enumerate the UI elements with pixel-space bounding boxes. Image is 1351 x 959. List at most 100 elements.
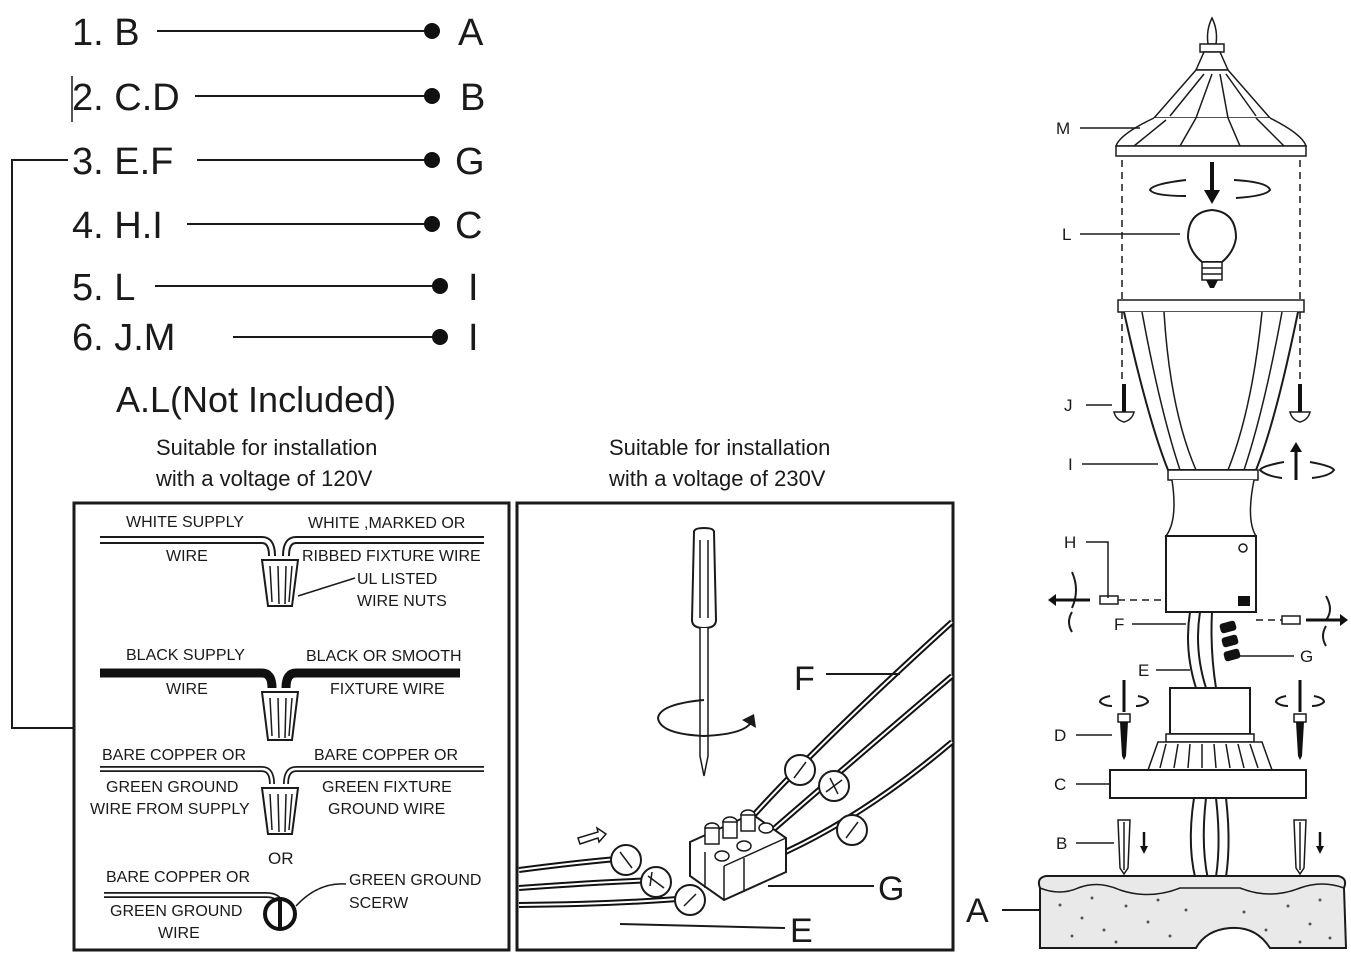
- part-label-d: D: [1054, 726, 1066, 745]
- black-supply-label-1: BLACK SUPPLY: [126, 647, 245, 664]
- base-plate: [1109, 769, 1307, 799]
- ground-fixture-label-3: GROUND WIRE: [328, 801, 445, 818]
- rotate-arrow-icon: [656, 699, 756, 738]
- rotate-up-arrow-icon: [1258, 442, 1336, 480]
- black-fixture-label-2: FIXTURE WIRE: [330, 681, 445, 698]
- light-bulb-icon: [1186, 208, 1238, 288]
- ground-fixture-label-1: BARE COPPER OR: [314, 747, 458, 764]
- wire-connectors-g: [1219, 620, 1241, 662]
- wire-nut-leader: [297, 577, 356, 597]
- step-4-label: 4. H.I: [72, 205, 163, 247]
- step-3-label: 3. E.F: [72, 141, 173, 183]
- ground-fixture-wire-core: [284, 767, 484, 785]
- part-label-l: L: [1062, 225, 1071, 244]
- black-fixture-wire: [281, 668, 460, 689]
- step-2: 2. C.D B: [71, 76, 485, 122]
- label-g: G: [878, 870, 904, 908]
- wire-nut-3-ribs: [269, 793, 293, 833]
- wire-nuts-label-2: WIRE NUTS: [357, 593, 447, 610]
- step-4: 4. H.I C: [72, 205, 482, 247]
- junction-housing: [1165, 535, 1257, 613]
- ground-wire-label-3: WIRE: [158, 925, 200, 942]
- step-1: 1. B A: [72, 12, 484, 54]
- ground-screw-label-1: GREEN GROUND: [349, 872, 481, 889]
- mounting-box: [1169, 687, 1251, 735]
- step-5-dot: [432, 278, 448, 294]
- part-label-m: M: [1056, 119, 1070, 138]
- screw-j-right-icon: [1289, 384, 1311, 423]
- ground-supply-label-3: WIRE FROM SUPPLY: [90, 801, 250, 818]
- part-label-f: F: [1114, 615, 1124, 634]
- step-1-label: 1. B: [72, 12, 140, 54]
- part-label-e: E: [1138, 661, 1149, 680]
- step-3-dot: [424, 152, 440, 168]
- part-label-a: A: [966, 892, 989, 930]
- rotate-arrow-right-icon: [1233, 179, 1272, 199]
- step-5: 5. L I: [72, 267, 479, 309]
- step-list: 1. B A 2. C.D B 3. E.F G 4. H.I C 5. L: [11, 12, 485, 729]
- step-5-target: I: [468, 267, 479, 309]
- black-fixture-label-1: BLACK OR SMOOTH: [306, 648, 462, 665]
- not-included-note: A.L(Not Included): [116, 379, 396, 420]
- step-2-dot: [424, 88, 440, 104]
- step-3-target: G: [455, 141, 485, 183]
- wire-nuts-label-1: UL LISTED: [357, 571, 437, 588]
- step-2-label: 2. C.D: [72, 77, 180, 119]
- white-fixture-label-1: WHITE ,MARKED OR: [308, 515, 465, 532]
- step-4-dot: [424, 216, 440, 232]
- wiring-box-120v: WHITE SUPPLY WIRE WHITE ,MARKED OR RIBBE…: [72, 501, 511, 952]
- direction-arrow-icon: [577, 826, 608, 845]
- white-supply-wire-core: [100, 538, 274, 557]
- caption-230v-line-1: Suitable for installation: [609, 435, 830, 460]
- caption-120v-line-1: Suitable for installation: [156, 435, 377, 460]
- rotate-arrow-left-icon: [1148, 179, 1187, 197]
- step-3-bracket: [11, 159, 74, 729]
- post-fitter: [1146, 733, 1274, 771]
- part-label-i: I: [1068, 455, 1073, 474]
- box-120v-frame: [72, 501, 511, 952]
- part-label-c: C: [1054, 775, 1066, 794]
- wire-markers: [610, 754, 868, 916]
- white-supply-label-2: WIRE: [166, 548, 208, 565]
- part-label-b: B: [1056, 834, 1067, 853]
- rotate-arrow-h-icon: [1048, 571, 1090, 633]
- white-supply-label-1: WHITE SUPPLY: [126, 514, 244, 531]
- lamp-exploded-view: M L J I H F G E D C B A: [966, 16, 1348, 949]
- ground-supply-wire-core: [100, 767, 274, 785]
- white-fixture-label-2: RIBBED FIXTURE WIRE: [302, 548, 481, 565]
- rotate-arrow-d-right-icon: [1274, 680, 1326, 712]
- ground-supply-label-2: GREEN GROUND: [106, 779, 238, 796]
- step-1-target: A: [458, 12, 484, 54]
- part-label-h: H: [1064, 533, 1076, 552]
- step-6-label: 6. J.M: [72, 317, 175, 359]
- label-f: F: [794, 660, 815, 698]
- step-1-dot: [424, 23, 440, 39]
- ground-wire-label-1: BARE COPPER OR: [106, 869, 250, 886]
- terminal-block: [689, 809, 787, 902]
- ground-wire-label-2: GREEN GROUND: [110, 903, 242, 920]
- part-label-j: J: [1064, 396, 1073, 415]
- ground-screw-label-2: SCERW: [349, 895, 409, 912]
- wiring-box-230v: F G E: [515, 501, 955, 952]
- step-4-target: C: [455, 205, 482, 247]
- wire-nut-1-ribs: [269, 565, 293, 605]
- label-e: E: [790, 912, 813, 950]
- screw-j-left-icon: [1113, 384, 1135, 423]
- anchor-b-right-icon: [1293, 819, 1324, 876]
- part-label-g: G: [1300, 647, 1313, 666]
- step-2-target: B: [460, 77, 485, 119]
- label-e-leader: [619, 923, 786, 929]
- or-label: OR: [268, 849, 294, 868]
- concrete-base: [1037, 875, 1348, 949]
- screw-g-icon: [1281, 615, 1301, 625]
- lantern-body: [1117, 299, 1305, 537]
- ground-screw-leader: [295, 883, 347, 907]
- anchor-b-left-icon: [1117, 819, 1148, 876]
- white-fixture-wire-core: [284, 538, 484, 557]
- screw-h-icon: [1099, 595, 1119, 605]
- black-supply-label-2: WIRE: [166, 681, 208, 698]
- fixture-cable-1: [727, 619, 955, 844]
- bolt-d-left-icon: [1117, 713, 1131, 760]
